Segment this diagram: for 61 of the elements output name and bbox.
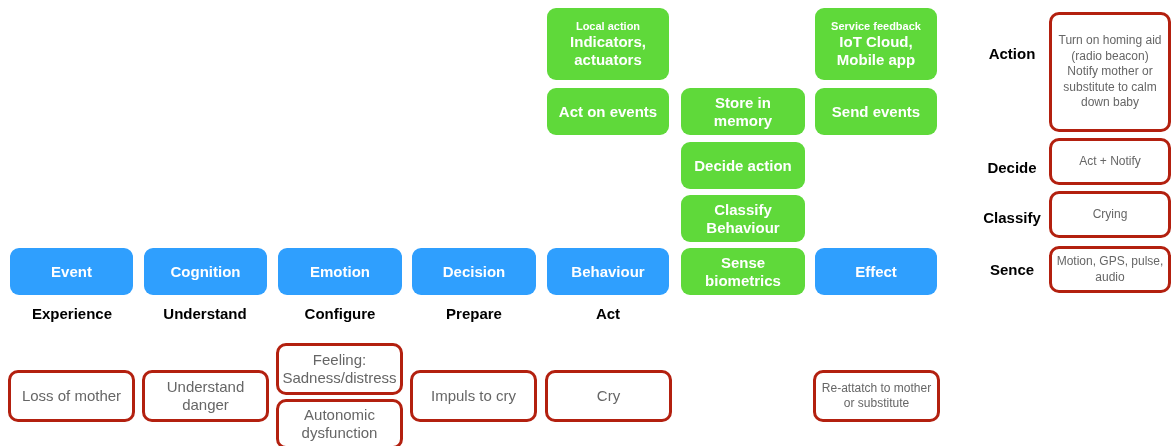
- process-box: [547, 88, 669, 135]
- box-text: Store in memory: [712, 93, 774, 130]
- stage-box: [144, 248, 267, 295]
- box-text: Crying: [1092, 206, 1128, 223]
- step-label: Experience: [32, 305, 112, 322]
- stage-label: Decide: [987, 159, 1037, 176]
- stage-label: Classify: [983, 209, 1041, 226]
- box-text: Re-attatch to mother or substitute: [820, 380, 933, 412]
- box-text: Act + Notify: [1079, 153, 1141, 170]
- box-text: Act on events: [558, 102, 658, 121]
- example-box: [813, 370, 940, 422]
- box-text: Impuls to cry: [431, 387, 516, 405]
- process-box: [681, 142, 805, 189]
- box-text: Cognition: [170, 263, 241, 280]
- box-text: Emotion: [310, 263, 370, 280]
- process-box: [681, 195, 805, 242]
- box-text: Loss of mother: [21, 387, 122, 405]
- stage-box: [547, 248, 669, 295]
- example-box: [1049, 246, 1171, 293]
- box-text: Behaviour: [571, 263, 645, 280]
- box-heading: Local action: [575, 19, 641, 33]
- example-box: [8, 370, 135, 422]
- example-box: [1049, 138, 1171, 185]
- box-text: Feeling: Sadness/distress: [282, 351, 397, 387]
- step-label: Prepare: [446, 305, 502, 322]
- box-text: Decide action: [694, 156, 792, 175]
- example-box: [545, 370, 672, 422]
- example-box: [276, 343, 403, 395]
- box-text: Motion, GPS, pulse, audio: [1056, 254, 1164, 285]
- process-box: [547, 8, 669, 80]
- example-box: [142, 370, 269, 422]
- step-label: Configure: [304, 305, 376, 322]
- box-text: Cry: [596, 387, 621, 405]
- box-heading: Service feedback: [831, 19, 921, 33]
- example-box: [1049, 12, 1171, 132]
- example-box: [276, 399, 403, 446]
- step-label: Act: [595, 305, 621, 322]
- box-text: Event: [51, 263, 92, 280]
- example-box: [1049, 191, 1171, 238]
- box-text: Understand danger: [165, 378, 246, 414]
- example-box: [410, 370, 537, 422]
- box-text: Autonomic dysfunction: [300, 406, 379, 442]
- box-text: Send events: [831, 102, 921, 121]
- step-label: Understand: [163, 305, 247, 322]
- box-text: Sense biometrics: [704, 253, 782, 290]
- stage-label: Sence: [989, 261, 1035, 278]
- box-text: IoT Cloud, Mobile app: [835, 33, 917, 69]
- box-text: Indicators, actuators: [569, 33, 647, 69]
- box-text: Decision: [442, 263, 506, 280]
- box-text: Turn on homing aid (radio beacon) Notify mother or substitute to calm down baby: [1057, 33, 1163, 111]
- process-box: [815, 8, 937, 80]
- stage-box: [278, 248, 402, 295]
- stage-label: Action: [988, 45, 1036, 62]
- box-text: Effect: [855, 263, 897, 280]
- process-box: [681, 88, 805, 135]
- box-text: Classify Behaviour: [705, 200, 781, 237]
- process-box: [815, 88, 937, 135]
- stage-box: [412, 248, 536, 295]
- stage-box: [10, 248, 133, 295]
- stage-box: [815, 248, 937, 295]
- process-box: [681, 248, 805, 295]
